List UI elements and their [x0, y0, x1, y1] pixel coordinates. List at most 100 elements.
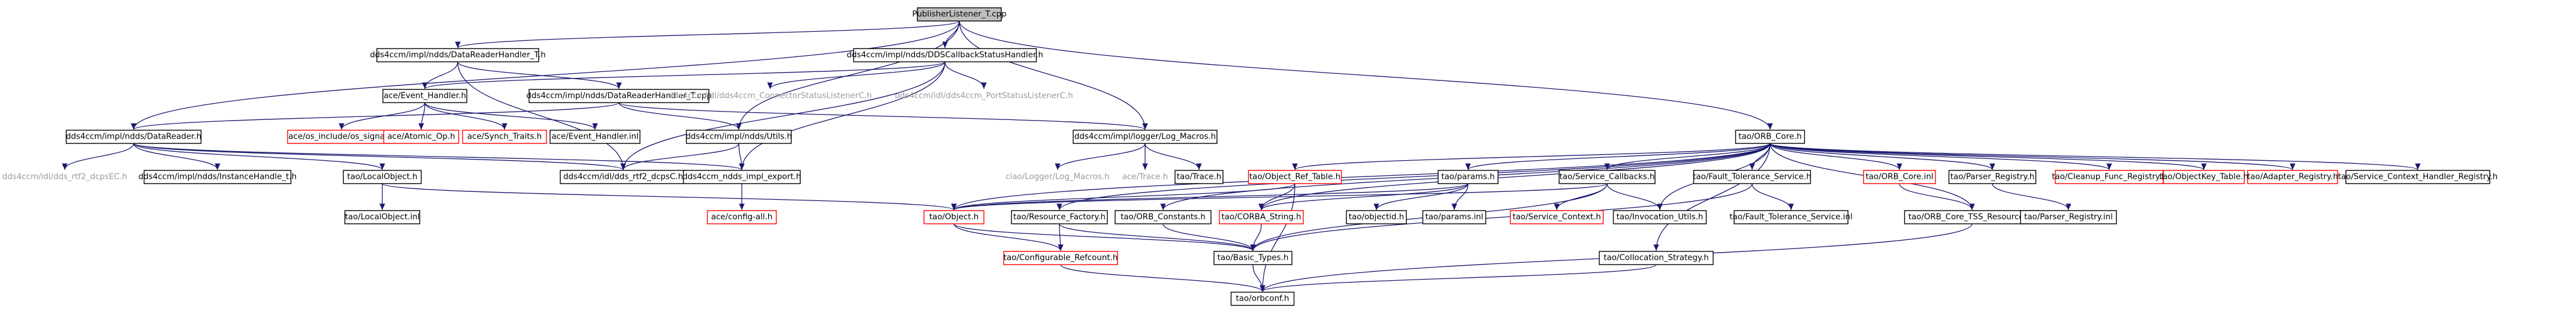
node-svc-ctx-handler[interactable]: tao/Service_Context_Handler_Registry.h: [2338, 170, 2498, 184]
node-configurable-refcount[interactable]: tao/Configurable_Refcount.h: [1003, 251, 1118, 265]
node-event-handler-inl[interactable]: ace/Event_Handler.inl: [549, 130, 641, 144]
node-orb-core-inl[interactable]: tao/ORB_Core.inl: [1863, 170, 1936, 184]
node-orb-constants[interactable]: tao/ORB_Constants.h: [1115, 210, 1212, 224]
edge-orb_core-to-adapter_registry: [1769, 143, 2296, 170]
node-box: [917, 7, 1002, 22]
node-parser-registry-inl[interactable]: tao/Parser_Registry.inl: [2020, 210, 2117, 224]
node-label: tao/orbconf.h: [1236, 295, 1289, 304]
node-label: tao/Object_Ref_Table.h: [1249, 173, 1340, 182]
node-adapter-registry[interactable]: tao/Adapter_Registry.h: [2247, 170, 2338, 184]
node-port-status[interactable]: dds4ccm/idl/dds4ccm_PortStatusListenerC.…: [895, 92, 1073, 101]
edge-root-to-orb_core: [959, 20, 1773, 130]
node-label: ace/Event_Handler.inl: [551, 133, 638, 142]
node-basic-types[interactable]: tao/Basic_Types.h: [1213, 251, 1292, 265]
node-service-callbacks[interactable]: tao/Service_Callbacks.h: [1559, 170, 1656, 184]
node-box: [1422, 210, 1487, 224]
node-label: tao/Fault_Tolerance_Service.inl: [1729, 213, 1852, 222]
node-box: [1115, 210, 1212, 224]
node-root[interactable]: PublisherListener_T.cpp: [912, 7, 1007, 22]
node-label: tao/LocalObject.h: [347, 173, 417, 182]
node-ace-trace[interactable]: ace/Trace.h: [1122, 173, 1168, 182]
node-utils[interactable]: dds4ccm/impl/ndds/Utils.h: [685, 130, 792, 144]
node-atomic-op[interactable]: ace/Atomic_Op.h: [383, 130, 460, 144]
node-tao-trace[interactable]: tao/Trace.h: [1174, 170, 1224, 184]
node-service-context[interactable]: tao/Service_Context.h: [1509, 210, 1604, 224]
node-box: [1213, 251, 1292, 265]
node-label: tao/CORBA_String.h: [1221, 213, 1301, 222]
node-label: dds4ccm/idl/dds4ccm_PortStatusListenerC.…: [895, 92, 1073, 101]
node-ciao-log[interactable]: ciao/Logger/Log_Macros.h: [1005, 173, 1110, 182]
node-label: dds4ccm/impl/ndds/DataReaderHandler_T.cp…: [526, 92, 711, 101]
edge-drh_t_h-to-rtf2_dcpsc: [457, 61, 626, 170]
node-params[interactable]: tao/params.h: [1438, 170, 1499, 184]
node-box: [685, 130, 792, 144]
node-fault-tol-inl[interactable]: tao/Fault_Tolerance_Service.inl: [1729, 210, 1853, 224]
node-label: tao/Parser_Registry.inl: [2024, 213, 2113, 222]
edge-root-to-drh_t_h: [455, 20, 960, 49]
node-label: tao/params.inl: [1426, 213, 1484, 222]
node-rtf2-dcpsc[interactable]: dds4ccm/idl/dds_rtf2_dcpsC.h: [560, 170, 687, 184]
node-dds-cb[interactable]: dds4ccm/impl/ndds/DDSCallbackStatusHandl…: [847, 48, 1043, 62]
node-box: [1230, 292, 1295, 306]
node-corba-string[interactable]: tao/CORBA_String.h: [1219, 210, 1304, 224]
node-synch-traits[interactable]: ace/Synch_Traits.h: [462, 130, 547, 144]
edge-orb_core-to-parser_registry: [1769, 143, 1995, 170]
edge-drh_t_cpp-to-log_macros: [618, 102, 1148, 130]
node-box: [1693, 170, 1811, 184]
node-box: [1734, 210, 1849, 224]
node-label: tao/Trace.h: [1177, 173, 1221, 182]
node-log-macros[interactable]: dds4ccm/impl/logger/Log_Macros.h: [1073, 130, 1218, 144]
node-drh-t-h[interactable]: dds4ccm/impl/ndds/DataReaderHandler_T.h: [370, 48, 546, 62]
node-drh-t-cpp[interactable]: dds4ccm/impl/ndds/DataReaderHandler_T.cp…: [526, 89, 712, 103]
node-fault-tol[interactable]: tao/Fault_Tolerance_Service.h: [1693, 170, 1811, 184]
edge-root-to-utils: [736, 20, 960, 130]
node-event-handler[interactable]: ace/Event_Handler.h: [382, 89, 467, 103]
edge-dds_cb-to-event_handler: [422, 61, 946, 89]
node-orbconf[interactable]: tao/orbconf.h: [1230, 292, 1295, 306]
node-orb-core[interactable]: tao/ORB_Core.h: [1735, 130, 1805, 144]
node-label: tao/Fault_Tolerance_Service.h: [1693, 173, 1811, 182]
node-box: [344, 210, 421, 224]
node-tao-object[interactable]: tao/Object.h: [923, 210, 985, 224]
node-localobject-inl[interactable]: tao/LocalObject.inl: [344, 210, 421, 224]
edge-parser_registry-to-parser_registry_inl: [1992, 183, 2071, 211]
edge-log_macros-to-tao_trace: [1144, 143, 1202, 170]
edge-configurable_refcount-to-orbconf: [1060, 264, 1266, 292]
node-label: dds4ccm/idl/dds_rtf2_dcpsC.h: [563, 173, 683, 182]
node-box: [682, 170, 801, 184]
node-datareader[interactable]: dds4ccm/impl/ndds/DataReader.h: [65, 130, 202, 144]
node-obj-ref-table[interactable]: tao/Object_Ref_Table.h: [1248, 170, 1342, 184]
edge-orb_core-to-params: [1465, 143, 1771, 170]
edge-orb_core-to-service_callbacks: [1604, 143, 1771, 170]
node-box: [2247, 170, 2338, 184]
node-os-signal[interactable]: ace/os_include/os_signal.h: [287, 130, 396, 144]
edge-event_handler-to-synch_traits: [424, 102, 508, 130]
edge-corba_string-to-basic_types: [1250, 223, 1262, 251]
edge-layer: [62, 20, 2421, 292]
node-label: tao/Service_Callbacks.h: [1560, 173, 1655, 182]
node-invocation-utils[interactable]: tao/Invocation_Utils.h: [1612, 210, 1707, 224]
node-label: dds4ccm/impl/ndds/DataReaderHandler_T.h: [370, 51, 545, 60]
node-resource-factory[interactable]: tao/Resource_Factory.h: [1011, 210, 1108, 224]
node-objectid[interactable]: tao/objectid.h: [1346, 210, 1407, 224]
edge-datareader-to-rtf2_dcpsec: [62, 143, 134, 170]
node-params-inl[interactable]: tao/params.inl: [1422, 210, 1487, 224]
node-rtf2-dcpsec[interactable]: dds4ccm/idl/dds_rtf2_dcpsEC.h: [2, 173, 127, 182]
node-config-all[interactable]: ace/config-all.h: [706, 210, 777, 224]
node-ndds-export[interactable]: dds4ccm_ndds_impl_export.h: [682, 170, 801, 184]
edge-utils-to-rtf2_dcpsc: [620, 143, 739, 170]
node-instance-handle[interactable]: dds4ccm/impl/ndds/InstanceHandle_t.h: [138, 170, 297, 184]
node-box: [1346, 210, 1407, 224]
edge-utils-to-ndds_export: [738, 143, 745, 170]
node-parser-registry[interactable]: tao/Parser_Registry.h: [1948, 170, 2037, 184]
node-label: tao/objectid.h: [1349, 213, 1404, 222]
node-localobject-h[interactable]: tao/LocalObject.h: [343, 170, 422, 184]
node-cleanup-func[interactable]: tao/Cleanup_Func_Registry.h: [2052, 170, 2167, 184]
node-objectkey-table[interactable]: tao/ObjectKey_Table.h: [2160, 170, 2248, 184]
node-box: [853, 48, 1037, 62]
node-conn-status[interactable]: dds4ccm/idl/dds4ccm_ConnectorStatusListe…: [668, 92, 872, 101]
node-label: tao/Service_Context_Handler_Registry.h: [2338, 173, 2498, 182]
node-collocation-strategy[interactable]: tao/Collocation_Strategy.h: [1599, 251, 1714, 265]
node-tss-resources[interactable]: tao/ORB_Core_TSS_Resources.h: [1904, 210, 2040, 224]
edge-orb_constants-to-basic_types: [1162, 223, 1256, 251]
